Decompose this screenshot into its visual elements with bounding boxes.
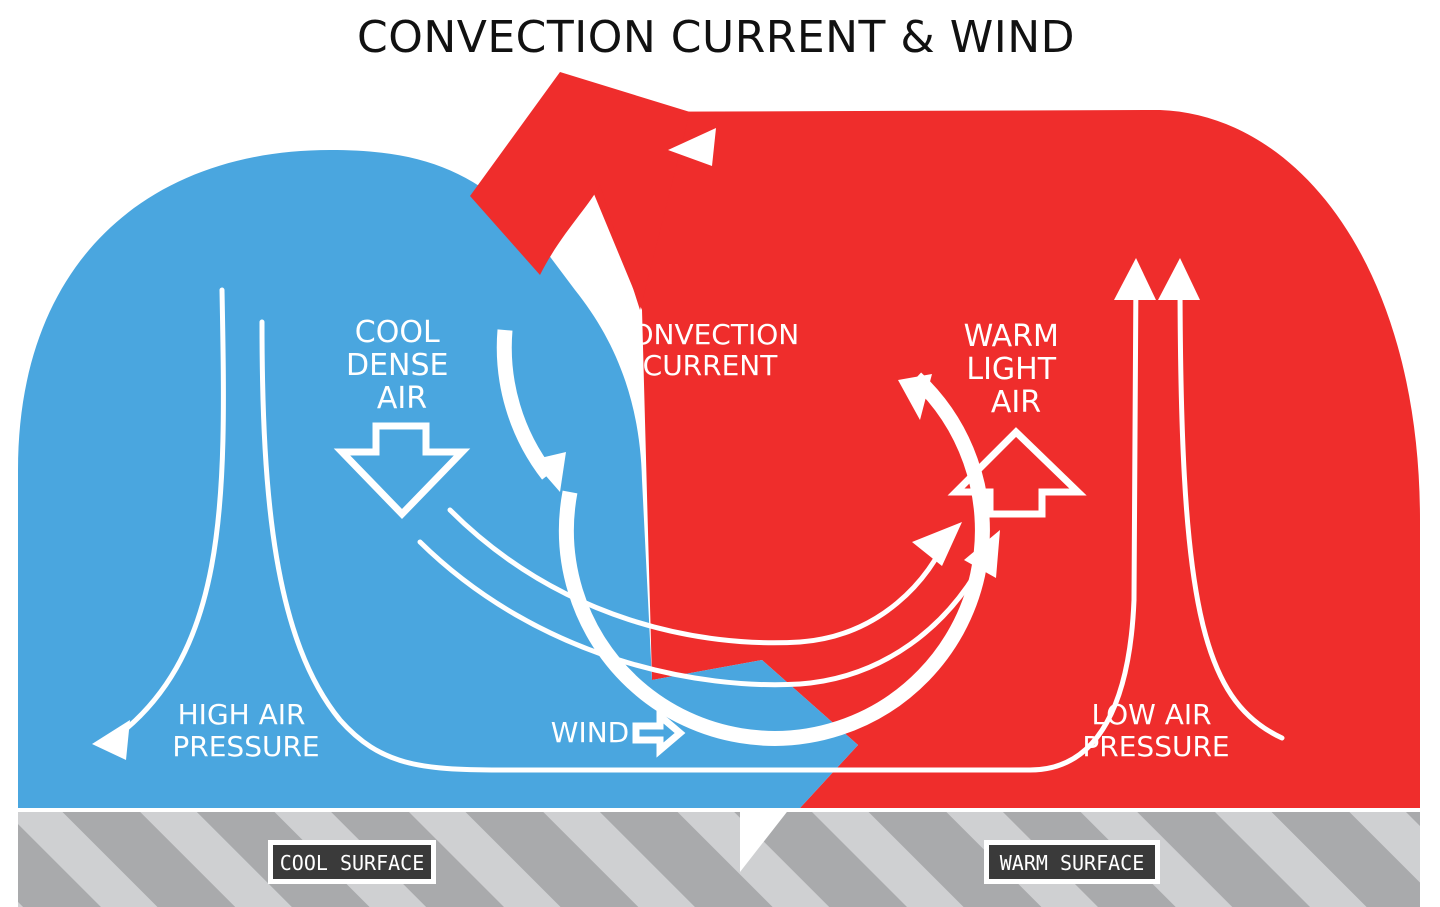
ground-notch	[740, 808, 790, 872]
diagram-title: CONVECTION CURRENT & WIND	[357, 12, 1075, 63]
ground	[18, 808, 1420, 907]
low-pressure-flow-right	[1177, 267, 1285, 741]
ring-arrowhead-left	[532, 452, 566, 492]
high-pressure-flow-left	[102, 287, 226, 748]
cool-air-down-arrow	[333, 422, 471, 520]
warm-air-up-arrow	[947, 427, 1087, 518]
wind-curve-lower	[417, 539, 993, 688]
high-pressure-flow-right	[259, 267, 1139, 773]
low-air-pressure-label: LOW AIR PRESSURE	[1082, 698, 1229, 763]
cool-surface-label: COOL SURFACE	[280, 851, 425, 875]
warm-surface-inner	[989, 845, 1155, 879]
high-air-pressure-label: HIGH AIR PRESSURE	[172, 698, 319, 763]
wind-curve-lower-arrowhead	[964, 530, 1000, 578]
cool-surface-inner	[273, 845, 431, 879]
wind-label: WIND	[551, 716, 629, 749]
warm-light-air-label: WARM LIGHT AIR	[964, 319, 1069, 420]
cool-dense-air-label: COOL DENSE AIR	[346, 315, 458, 416]
wind-curve-upper-arrowhead	[912, 522, 962, 566]
high-pressure-arrowhead	[92, 720, 130, 760]
ring-arrowhead-right	[898, 374, 932, 420]
wind-curve-upper	[447, 507, 951, 646]
ring-arrowhead-top	[668, 128, 716, 166]
low-pressure-arrowhead-right	[1158, 258, 1200, 300]
convection-upper-arrow	[470, 72, 690, 310]
wind-arrow	[632, 708, 686, 758]
convection-current-label: CONVECTION CURRENT	[612, 318, 808, 382]
warm-surface-label: WARM SURFACE	[1000, 851, 1145, 875]
low-pressure-arrowhead-left	[1114, 258, 1156, 300]
